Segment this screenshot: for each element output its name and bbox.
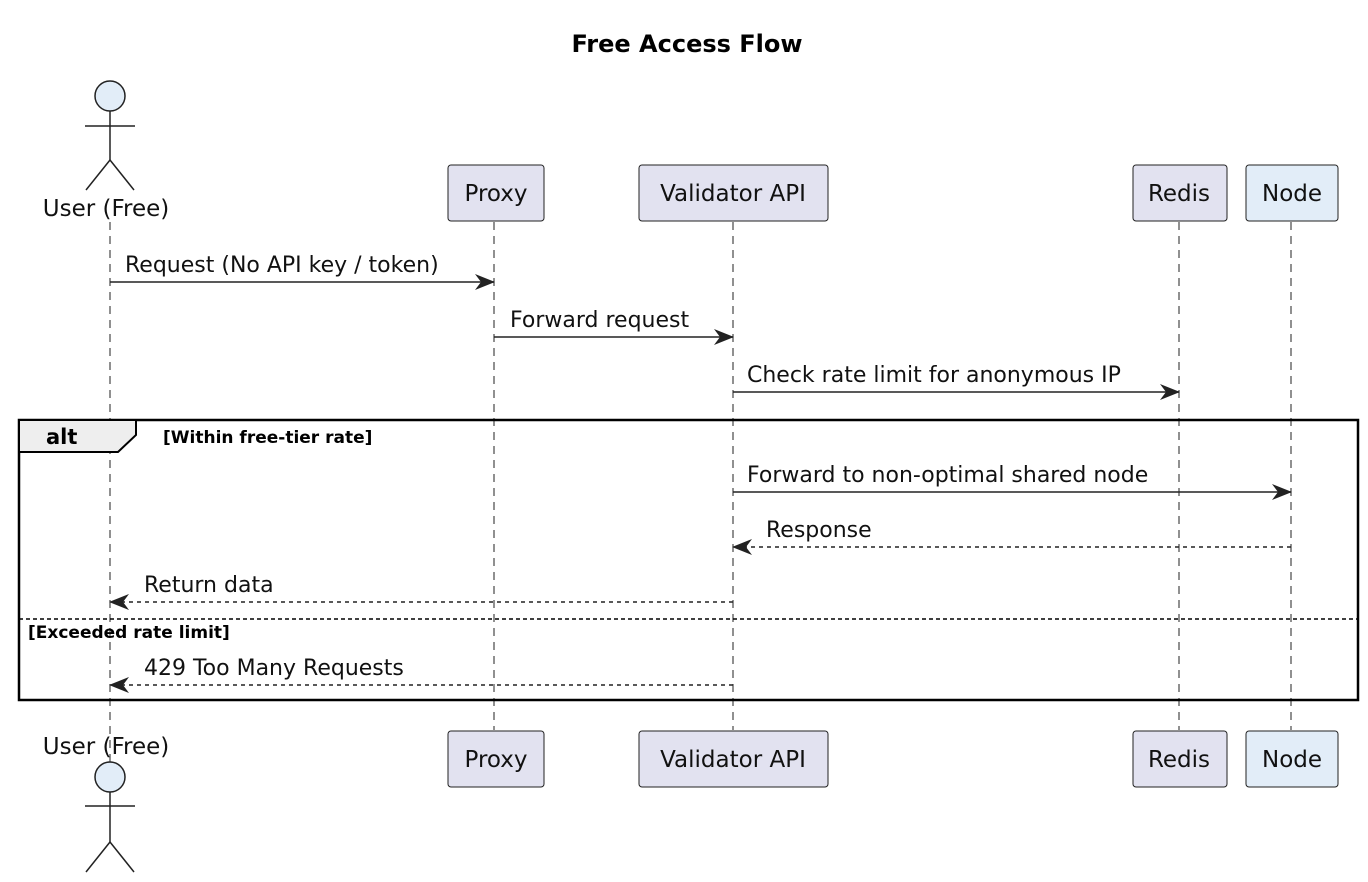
participant-proxy-top: Proxy — [447, 164, 545, 222]
message-1: Request (No API key / token) — [110, 253, 495, 290]
alt-keyword: alt — [46, 425, 77, 449]
diagram-title: Free Access Flow — [571, 30, 802, 58]
message-label: Check rate limit for anonymous IP — [747, 363, 1121, 388]
message-7: 429 Too Many Requests — [109, 656, 733, 693]
participant-node-top: Node — [1245, 164, 1339, 222]
participant-label-user: User (Free) — [43, 196, 170, 222]
message-5: Response — [732, 518, 1291, 555]
alt-fragment: alt [Within free-tier rate] [Exceeded ra… — [17, 418, 1360, 702]
participant-proxy-bottom: Proxy — [447, 730, 545, 788]
participant-node-bottom: Node — [1245, 730, 1339, 788]
participant-label-proxy: Proxy — [464, 181, 527, 207]
message-label: Forward request — [510, 308, 689, 333]
alt-guard-1: [Within free-tier rate] — [163, 428, 372, 448]
message-label: Return data — [144, 573, 274, 598]
message-6: Return data — [109, 573, 733, 610]
participant-label-validator: Validator API — [660, 181, 806, 207]
message-label: Request (No API key / token) — [125, 253, 439, 278]
actor-user-bottom: User (Free) — [43, 734, 170, 873]
participant-redis-top: Redis — [1132, 164, 1228, 222]
participant-validator-top: Validator API — [638, 164, 829, 222]
participant-label-redis: Redis — [1148, 181, 1210, 207]
participant-label-validator: Validator API — [660, 747, 806, 773]
message-label: Forward to non-optimal shared node — [747, 463, 1148, 488]
participant-label-node: Node — [1262, 181, 1322, 207]
message-label: 429 Too Many Requests — [144, 656, 404, 681]
participant-label-proxy: Proxy — [464, 747, 527, 773]
participant-label-redis: Redis — [1148, 747, 1210, 773]
participant-validator-bottom: Validator API — [638, 730, 829, 788]
participant-label-node: Node — [1262, 747, 1322, 773]
message-label: Response — [766, 518, 872, 543]
alt-guard-2: [Exceeded rate limit] — [28, 623, 230, 643]
message-3: Check rate limit for anonymous IP — [733, 363, 1180, 400]
actor-head-icon — [94, 80, 126, 112]
message-2: Forward request — [494, 308, 734, 345]
message-4: Forward to non-optimal shared node — [733, 463, 1292, 500]
participant-redis-bottom: Redis — [1132, 730, 1228, 788]
participant-label-user: User (Free) — [43, 734, 170, 760]
actor-user-top: User (Free) — [43, 80, 170, 222]
actor-head-icon — [94, 761, 126, 793]
